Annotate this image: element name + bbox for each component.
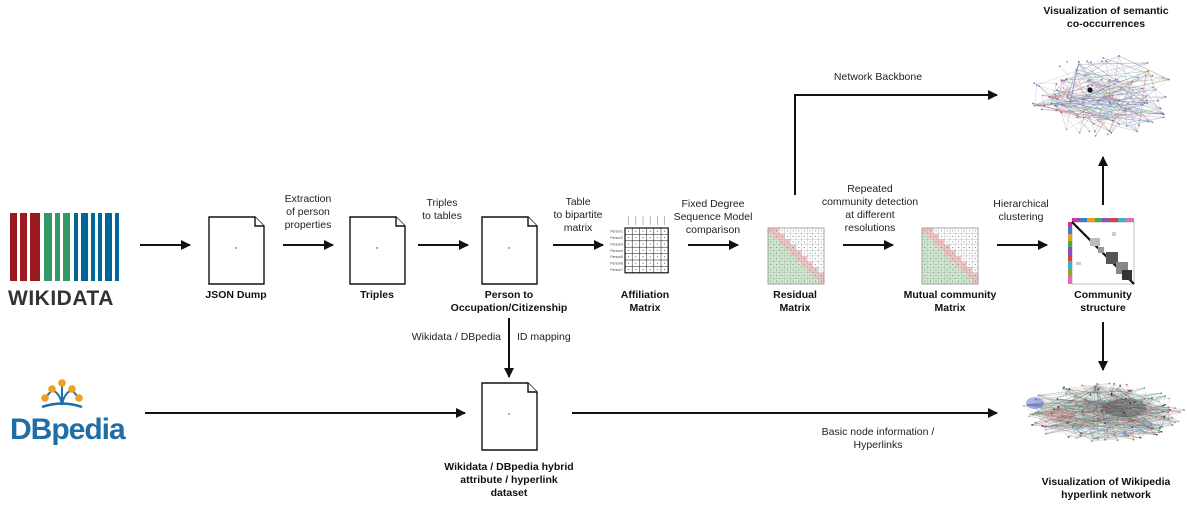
node-hyperlink-viz-label-line1: Visualization of Wikipedia xyxy=(1042,476,1171,488)
hybrid-dataset-document-icon xyxy=(481,382,538,451)
node-person-label-line1: Person to xyxy=(485,289,533,301)
affiliation-row-label: Person4 xyxy=(610,249,623,253)
edge-basic-info-label-line2: Hyperlinks xyxy=(853,439,902,451)
edge-hierarchical-label-line1: Hierarchical xyxy=(993,198,1048,210)
hyperlink-network-visualization xyxy=(1022,382,1185,443)
affiliation-row-label: Person5 xyxy=(610,255,623,259)
residual-matrix-icon xyxy=(767,227,825,285)
mutual-community-matrix-icon xyxy=(921,227,979,285)
edge-bipartite-label-line2: to bipartite xyxy=(553,209,602,221)
edge-fdsm-label-line2: Sequence Model xyxy=(674,211,753,223)
edge-bipartite-label-line1: Table xyxy=(565,196,590,208)
node-affiliation-label-line1: Affiliation xyxy=(621,289,669,301)
edge-bipartite-label-line3: matrix xyxy=(564,222,593,234)
edge-fdsm-label-line3: comparison xyxy=(686,224,740,236)
affiliation-row-labels: Person1Person2Person3Person4Person5Perso… xyxy=(610,230,623,272)
edge-extraction-label-line1: Extraction xyxy=(285,193,332,205)
node-mutual-label-line2: Matrix xyxy=(935,302,966,314)
edge-hierarchical-label-line2: clustering xyxy=(999,211,1044,223)
edge-repeated-label-line1: Repeated xyxy=(847,183,893,195)
person-table-document-icon xyxy=(481,216,538,285)
arrow-network-backbone xyxy=(794,90,998,195)
node-community-label-line2: structure xyxy=(1080,302,1126,314)
node-person-label-line2: Occupation/Citizenship xyxy=(451,302,568,314)
edge-repeated-label-line4: resolutions xyxy=(845,222,896,234)
node-semantic-viz-label-line2: co-occurrences xyxy=(1067,18,1145,30)
dbpedia-wordmark: DBpedia xyxy=(10,413,126,446)
json-dump-document-icon xyxy=(208,216,265,285)
node-semantic-viz-label-line1: Visualization of semantic xyxy=(1043,5,1168,17)
dbpedia-tree-icon xyxy=(41,379,83,409)
edge-triples-tables-label-line1: Triples xyxy=(426,197,457,209)
affiliation-row-label: Person2 xyxy=(610,236,623,240)
node-community-label-line1: Community xyxy=(1074,289,1132,301)
edge-extraction-label-line2: of person xyxy=(286,206,330,218)
affiliation-row-label: Person3 xyxy=(610,242,623,246)
semantic-network-visualization xyxy=(1031,55,1170,137)
edge-basic-info-label-line1: Basic node information / xyxy=(822,426,935,438)
node-json-dump-label: JSON Dump xyxy=(205,289,266,301)
affiliation-row-label: Person1 xyxy=(610,230,623,234)
edge-id-mapping-label-left: Wikidata / DBpedia xyxy=(412,331,501,343)
node-hybrid-label-line2: attribute / hyperlink xyxy=(460,474,558,486)
node-mutual-label-line1: Mutual community xyxy=(904,289,997,301)
edge-backbone-label: Network Backbone xyxy=(834,71,922,83)
node-hybrid-label-line1: Wikidata / DBpedia hybrid xyxy=(444,461,573,473)
affiliation-matrix-icon: Person1Person2Person3Person4Person5Perso… xyxy=(610,216,669,274)
triples-document-icon xyxy=(349,216,406,285)
affiliation-row-label: Person6 xyxy=(610,262,623,266)
wikidata-barcode-icon xyxy=(10,213,119,281)
edge-extraction-label-line3: properties xyxy=(285,219,332,231)
affiliation-row-label: Person7 xyxy=(610,268,623,272)
node-residual-label-line2: Matrix xyxy=(780,302,811,314)
edge-id-mapping-label-right: ID mapping xyxy=(517,331,571,343)
node-hyperlink-viz-label-line2: hyperlink network xyxy=(1061,489,1151,501)
edge-triples-tables-label-line2: to tables xyxy=(422,210,462,222)
node-residual-label-line1: Residual xyxy=(773,289,817,301)
node-affiliation-label-line2: Matrix xyxy=(630,302,661,314)
node-hybrid-label-line3: dataset xyxy=(491,487,528,499)
wikidata-logo: WIKIDATA xyxy=(8,213,119,310)
wikidata-wordmark: WIKIDATA xyxy=(8,287,114,310)
edge-fdsm-label-line1: Fixed Degree xyxy=(681,198,744,210)
edge-repeated-label-line3: at different xyxy=(845,209,895,221)
dbpedia-logo: DBpedia xyxy=(10,379,127,446)
node-triples-label: Triples xyxy=(360,289,394,301)
edge-repeated-label-line2: community detection xyxy=(822,196,918,208)
community-structure-heatmap xyxy=(1068,218,1135,285)
